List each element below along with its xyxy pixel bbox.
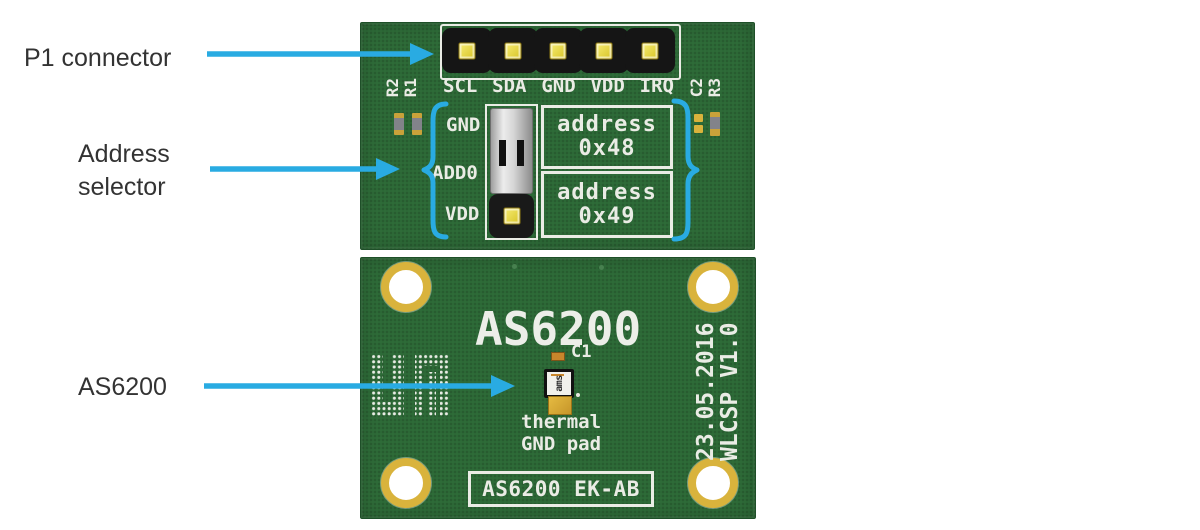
pin-label-gnd: GND xyxy=(541,75,576,97)
board-name-box: AS6200 EK-AB xyxy=(468,471,654,507)
pin-pad xyxy=(641,42,659,59)
pcb-top-view: SCL SDA GND VDD IRQ R2 R1 C2 R3 GND ADD0… xyxy=(360,22,755,250)
refdes-r1: R1 xyxy=(401,78,420,98)
capacitor-c1 xyxy=(551,352,565,361)
jumper-outline xyxy=(485,104,538,240)
p1-connector-label: P1 connector xyxy=(24,44,172,72)
chip-microtext xyxy=(551,374,564,376)
pin-pad xyxy=(595,42,613,59)
mounting-hole xyxy=(688,458,738,508)
selector-pin-gnd: GND xyxy=(446,114,481,136)
header-pin xyxy=(533,28,584,73)
connector-silkscreen-outline xyxy=(440,24,681,80)
as6200-chip: ams xyxy=(544,369,574,398)
ams-logo xyxy=(371,354,449,416)
jumper-slot xyxy=(517,140,524,166)
board-name: AS6200 EK-AB xyxy=(482,477,640,501)
selector-pin-add0: ADD0 xyxy=(432,162,478,184)
selector-pin-vdd: VDD xyxy=(445,203,480,225)
thermal-gnd-pad xyxy=(548,396,572,415)
resistor-r2 xyxy=(394,113,404,135)
pin-label-scl: SCL xyxy=(443,75,478,97)
jumper-open-pin xyxy=(489,194,534,238)
as6200-label: AS6200 xyxy=(78,373,167,401)
jumper-slot xyxy=(499,140,506,166)
header-pin xyxy=(487,28,538,73)
address-value: 0x49 xyxy=(578,203,636,229)
address-option-0x48: address 0x48 xyxy=(541,105,673,169)
address-word: address xyxy=(557,179,657,205)
mounting-hole xyxy=(688,262,738,312)
pin-pad xyxy=(549,42,567,59)
address-word: address xyxy=(557,112,657,137)
address-option-0x49: address 0x49 xyxy=(541,171,673,238)
p1-header-connector xyxy=(442,28,675,73)
header-pin xyxy=(442,28,492,73)
address-selector-label: Address selector xyxy=(78,140,170,201)
header-pin xyxy=(625,28,675,73)
board-title-silkscreen: AS6200 xyxy=(475,302,642,356)
c1-label: C1 xyxy=(571,342,592,362)
chip-marking: ams xyxy=(553,375,565,392)
capacitor-c2-pad xyxy=(694,114,703,122)
refdes-r2: R2 xyxy=(383,78,402,98)
resistor-r3 xyxy=(710,112,720,136)
address-value: 0x48 xyxy=(578,136,636,161)
via xyxy=(599,265,604,270)
pin-label-sda: SDA xyxy=(492,75,527,97)
pin-pad xyxy=(458,42,476,59)
chip-sticker: ams xyxy=(547,372,571,395)
capacitor-c2-pad xyxy=(694,125,703,133)
pcb-bottom-view: AS6200 C1 ams thermal GND pad AS6200 EK-… xyxy=(360,257,756,519)
connector-pin-labels: SCL SDA GND VDD IRQ xyxy=(443,75,674,97)
mounting-hole xyxy=(381,458,431,508)
refdes-c2: C2 xyxy=(687,78,706,98)
pin-label-vdd: VDD xyxy=(590,75,625,97)
pin-pad xyxy=(503,207,520,225)
pin-pad xyxy=(504,42,522,59)
thermal-pad-label: thermal GND pad xyxy=(520,411,602,455)
via xyxy=(512,264,517,269)
mounting-hole xyxy=(381,262,431,312)
jumper-cap xyxy=(490,108,533,194)
header-pin xyxy=(579,28,630,73)
resistor-r1 xyxy=(412,113,422,135)
refdes-r3: R3 xyxy=(705,78,724,98)
pin-label-irq: IRQ xyxy=(639,75,674,97)
pin1-marker-dot xyxy=(576,393,580,397)
date-version-silkscreen: 23.05.2016 WLCSP V1.0 xyxy=(693,322,743,461)
